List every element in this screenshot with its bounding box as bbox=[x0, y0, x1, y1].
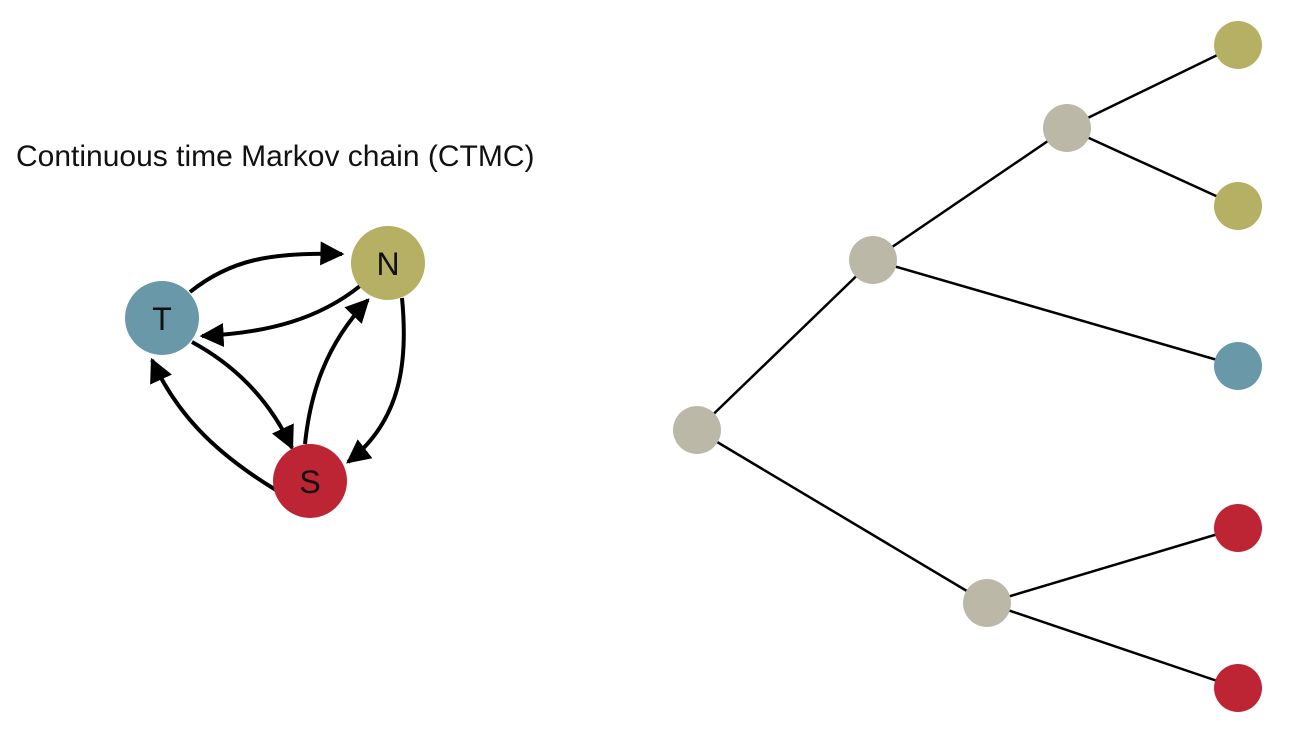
transition-n-to-s bbox=[346, 297, 406, 464]
tree-edge bbox=[1066, 43, 1239, 130]
state-node-n bbox=[351, 226, 425, 300]
tree-nodes bbox=[673, 21, 1262, 712]
tree-edge bbox=[986, 601, 1239, 690]
state-label-s: S bbox=[299, 464, 320, 500]
tree-edge bbox=[872, 258, 1239, 368]
tree-edge bbox=[696, 259, 874, 431]
state-label-t: T bbox=[152, 301, 172, 337]
tree-edge bbox=[872, 126, 1068, 262]
tree-internal-node bbox=[849, 236, 897, 284]
transition-t-to-n bbox=[188, 241, 345, 294]
tree-edge bbox=[696, 428, 988, 605]
tree-leaf-node-n bbox=[1214, 182, 1262, 230]
transition-t-to-s bbox=[191, 340, 294, 451]
state-node-t bbox=[125, 281, 199, 355]
tree-leaf-node-s bbox=[1214, 664, 1262, 712]
transition-s-to-t bbox=[150, 357, 278, 492]
tree-leaf-node-s bbox=[1214, 504, 1262, 552]
tree-internal-node bbox=[963, 579, 1011, 627]
tree-edge bbox=[986, 526, 1239, 605]
transition-s-to-n bbox=[303, 298, 370, 445]
transition-n-to-t bbox=[199, 284, 362, 348]
tree-internal-node bbox=[1043, 104, 1091, 152]
tree-edges bbox=[696, 43, 1239, 690]
tree-leaf-node-t bbox=[1214, 342, 1262, 390]
state-label-n: N bbox=[376, 246, 399, 282]
diagram-title: Continuous time Markov chain (CTMC) bbox=[16, 140, 535, 173]
ctmc-transitions bbox=[150, 241, 406, 492]
tree-leaf-node-n bbox=[1214, 21, 1262, 69]
ctmc-states: T N S bbox=[125, 226, 425, 518]
tree-root-node bbox=[673, 406, 721, 454]
state-node-s bbox=[273, 444, 347, 518]
tree-edge bbox=[1066, 126, 1239, 208]
